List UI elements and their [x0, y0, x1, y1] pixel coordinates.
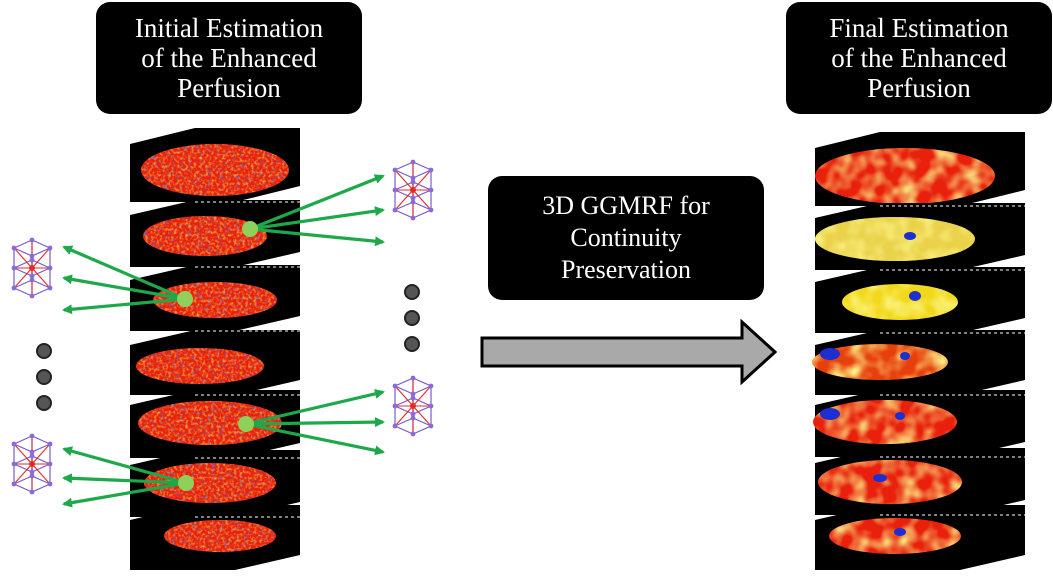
initial-estimation-line3: Perfusion	[177, 73, 281, 103]
final-slice	[815, 267, 1025, 333]
final-slice	[815, 132, 1025, 206]
neighborhood-lattice-icon	[11, 433, 53, 495]
process-arrow-icon	[480, 318, 778, 386]
neighborhood-lattice-icon	[392, 159, 434, 221]
initial-estimation-line2: of the Enhanced	[141, 43, 317, 73]
initial-slice	[130, 505, 300, 570]
final-estimation-line1: Final Estimation	[829, 13, 1009, 43]
final-estimation-label: Final Estimation of the Enhanced Perfusi…	[786, 2, 1052, 114]
initial-slice	[130, 128, 300, 202]
final-slice	[815, 448, 1025, 515]
ggmrf-line3: Preservation	[561, 255, 691, 284]
final-slice	[812, 330, 1025, 395]
neighborhood-lattice-icon	[392, 375, 434, 437]
initial-estimation-line1: Initial Estimation	[134, 13, 324, 43]
final-estimation-line3: Perfusion	[867, 73, 971, 103]
initial-estimation-label: Initial Estimation of the Enhanced Perfu…	[96, 2, 362, 114]
initial-slice	[130, 390, 300, 458]
initial-slice	[130, 200, 300, 267]
final-slice	[815, 203, 1025, 270]
final-slice-stack	[812, 132, 1025, 570]
center-voxel-nodes	[177, 221, 258, 491]
final-slice	[815, 505, 1025, 570]
initial-slice-stack	[130, 128, 300, 570]
initial-slice	[130, 265, 300, 331]
slice-separators	[880, 205, 1025, 516]
neighbor-arrows	[62, 174, 385, 508]
initial-slice	[130, 450, 300, 517]
ellipsis-dots-icon	[36, 284, 420, 411]
initial-slice	[130, 330, 300, 395]
final-estimation-line2: of the Enhanced	[831, 43, 1007, 73]
ggmrf-line2: Continuity	[570, 223, 682, 252]
ggmrf-process-label: 3D GGMRF for Continuity Preservation	[488, 176, 764, 300]
final-slice	[813, 390, 1025, 457]
neighborhood-lattice-icon	[11, 237, 53, 299]
ggmrf-line1: 3D GGMRF for	[542, 191, 710, 220]
